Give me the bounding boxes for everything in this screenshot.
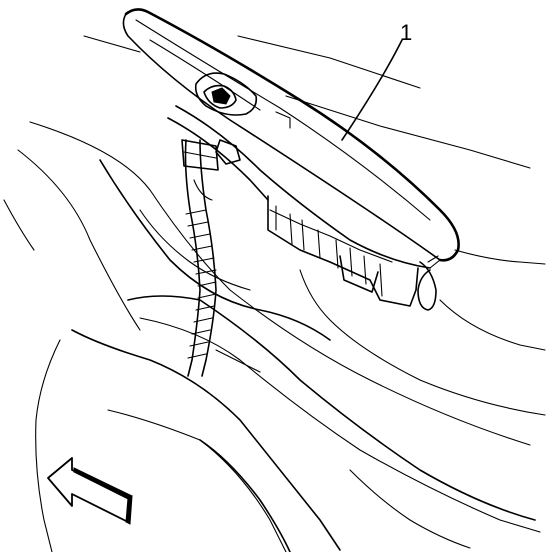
window-switch-bezel [122, 8, 460, 311]
door-trim-contour-lines [3, 35, 546, 446]
armrest-contour-lines [35, 295, 541, 552]
callout-1-leader-line [341, 39, 403, 141]
wiring-harness [181, 139, 219, 377]
forward-direction-arrow-icon [47, 457, 133, 525]
callout-1-label: 1 [400, 20, 413, 45]
